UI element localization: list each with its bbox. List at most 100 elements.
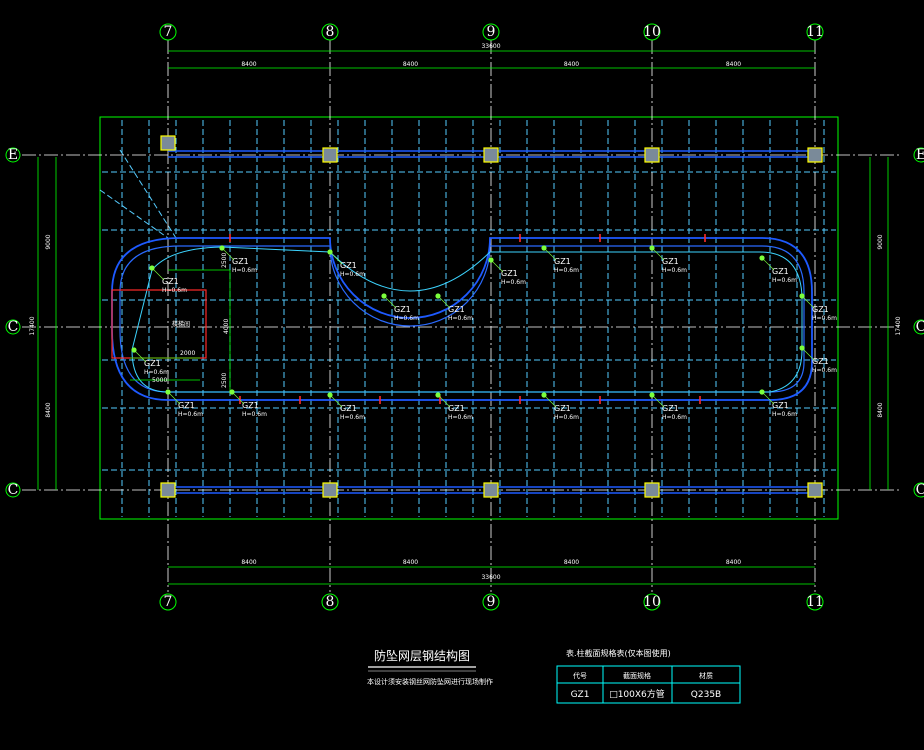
- gz1-leader-16: [543, 394, 557, 408]
- gz1-height-6: H=0.6m: [554, 267, 579, 274]
- axis-bubble-top-0: [159, 23, 177, 41]
- table-cell-code: GZ1: [571, 690, 590, 700]
- axis-bubble-left-label-0: E: [8, 147, 18, 163]
- bottom-total-dim: 33600: [481, 574, 500, 581]
- axis-bubble-left-2: [5, 482, 21, 498]
- right-dim-total: 17400: [895, 316, 902, 335]
- gz1-height-4: H=0.6m: [448, 315, 473, 322]
- gz1-height-14: H=0.6m: [340, 414, 365, 421]
- inset-dim-d: 2000: [180, 350, 195, 357]
- right-dim-bottom: 8400: [877, 402, 884, 417]
- axis-bubble-top-label-2: 9: [487, 24, 496, 40]
- inset-dim-b: 4000: [223, 319, 230, 334]
- axis-bubble-bottom-label-2: 9: [487, 594, 496, 610]
- gz1-leader-11: [133, 349, 147, 363]
- gz1-height-1: H=0.6m: [162, 287, 187, 294]
- axis-bubble-right-2: [913, 482, 924, 498]
- axis-bubble-bottom-4: [806, 593, 824, 611]
- axis-bubble-left-1: [5, 319, 21, 335]
- gz1-leader-12: [167, 391, 181, 405]
- gz1-height-16: H=0.6m: [554, 414, 579, 421]
- bottom-bay-dim-3: 8400: [726, 559, 741, 566]
- axis-bubble-right-0: [913, 147, 924, 163]
- gz1-label-11: GZ1: [144, 359, 161, 368]
- stair-label: 楼梯间: [172, 320, 190, 328]
- gz1-leader-15: [437, 394, 451, 408]
- axis-bubble-right-label-2: C: [916, 482, 924, 498]
- gz1-label-10: GZ1: [812, 357, 829, 366]
- stair-inset: 楼梯间 2500 4000 2500 2000 5000: [111, 253, 231, 392]
- table-cell-section: □100X6方管: [609, 688, 665, 700]
- top-bay-dim-0: 8400: [241, 61, 256, 68]
- gz1-leader-7: [651, 247, 665, 261]
- bottom-bay-dim-2: 8400: [564, 559, 579, 566]
- gz1-label-16: GZ1: [554, 404, 571, 413]
- gz1-label-14: GZ1: [340, 404, 357, 413]
- gz1-leader-0: [221, 247, 235, 261]
- gz1-leader-18: [761, 391, 775, 405]
- gz1-label-6: GZ1: [554, 257, 571, 266]
- columns: [160, 135, 823, 498]
- axis-bubble-bottom-0: [159, 593, 177, 611]
- gz1-leader-14: [329, 394, 343, 408]
- gz1-leader-17: [651, 394, 665, 408]
- gz1-leader-3: [383, 295, 397, 309]
- gz1-height-9: H=0.6m: [812, 315, 837, 322]
- gz1-height-0: H=0.6m: [232, 267, 257, 274]
- gz1-leader-1: [151, 267, 165, 281]
- column-9: [807, 482, 823, 498]
- gz1-label-8: GZ1: [772, 267, 789, 276]
- axis-bubble-top-2: [482, 23, 500, 41]
- axis-lines: [22, 40, 902, 592]
- bottom-bay-dim-0: 8400: [241, 559, 256, 566]
- left-dim-top: 9000: [45, 234, 52, 249]
- drawing-note: 本设计须安装钢丝网防坠网进行现场制作: [367, 677, 493, 686]
- gz1-label-13: GZ1: [242, 401, 259, 410]
- table-header-section: 截面规格: [623, 671, 651, 680]
- table-title: 表.柱截面规格表(仅本图使用): [566, 648, 671, 658]
- gz1-label-9: GZ1: [812, 305, 829, 314]
- drawing-title: 防坠网层钢结构图: [374, 648, 470, 663]
- gz1-nodes: GZ1H=0.6mGZ1H=0.6mGZ1H=0.6mGZ1H=0.6mGZ1H…: [131, 245, 837, 421]
- axis-bubble-bottom-label-3: 10: [643, 594, 661, 610]
- gz1-leader-8: [761, 257, 775, 271]
- axis-bubble-top-label-4: 11: [806, 24, 824, 40]
- secondary-beam-grid: [99, 120, 836, 517]
- gz1-height-13: H=0.6m: [242, 411, 267, 418]
- gz1-label-0: GZ1: [232, 257, 249, 266]
- table-cell-material: Q235B: [691, 690, 721, 700]
- axis-bubble-top-label-3: 10: [643, 24, 661, 40]
- gz1-height-5: H=0.6m: [501, 279, 526, 286]
- top-bay-dim-3: 8400: [726, 61, 741, 68]
- gz1-height-3: H=0.6m: [394, 315, 419, 322]
- gz1-leader-6: [543, 247, 557, 261]
- table-header-material: 材质: [699, 671, 713, 680]
- top-bay-dim-1: 8400: [403, 61, 418, 68]
- axis-bubble-bottom-1: [321, 593, 339, 611]
- gz1-leader-10: [801, 347, 815, 361]
- gz1-leader-4: [437, 295, 451, 309]
- column-0: [160, 135, 176, 151]
- column-7: [483, 482, 499, 498]
- gz1-leader-5: [490, 259, 504, 273]
- inset-dim-c: 2500: [221, 373, 228, 388]
- axis-bubble-left-0: [5, 147, 21, 163]
- column-1: [322, 147, 338, 163]
- column-2: [483, 147, 499, 163]
- gz1-label-1: GZ1: [162, 277, 179, 286]
- axis-bubble-top-3: [643, 23, 661, 41]
- table-header-code: 代号: [573, 671, 587, 680]
- gz1-label-12: GZ1: [178, 401, 195, 410]
- axis-bubble-bottom-label-1: 8: [326, 594, 335, 610]
- gz1-height-7: H=0.6m: [662, 267, 687, 274]
- main-beams: [168, 150, 815, 494]
- gz1-label-17: GZ1: [662, 404, 679, 413]
- axis-bubble-bottom-2: [482, 593, 500, 611]
- column-4: [807, 147, 823, 163]
- bottom-bay-dim-1: 8400: [403, 559, 418, 566]
- column-6: [322, 482, 338, 498]
- dimension-lines: [37, 50, 889, 585]
- gz1-height-8: H=0.6m: [772, 277, 797, 284]
